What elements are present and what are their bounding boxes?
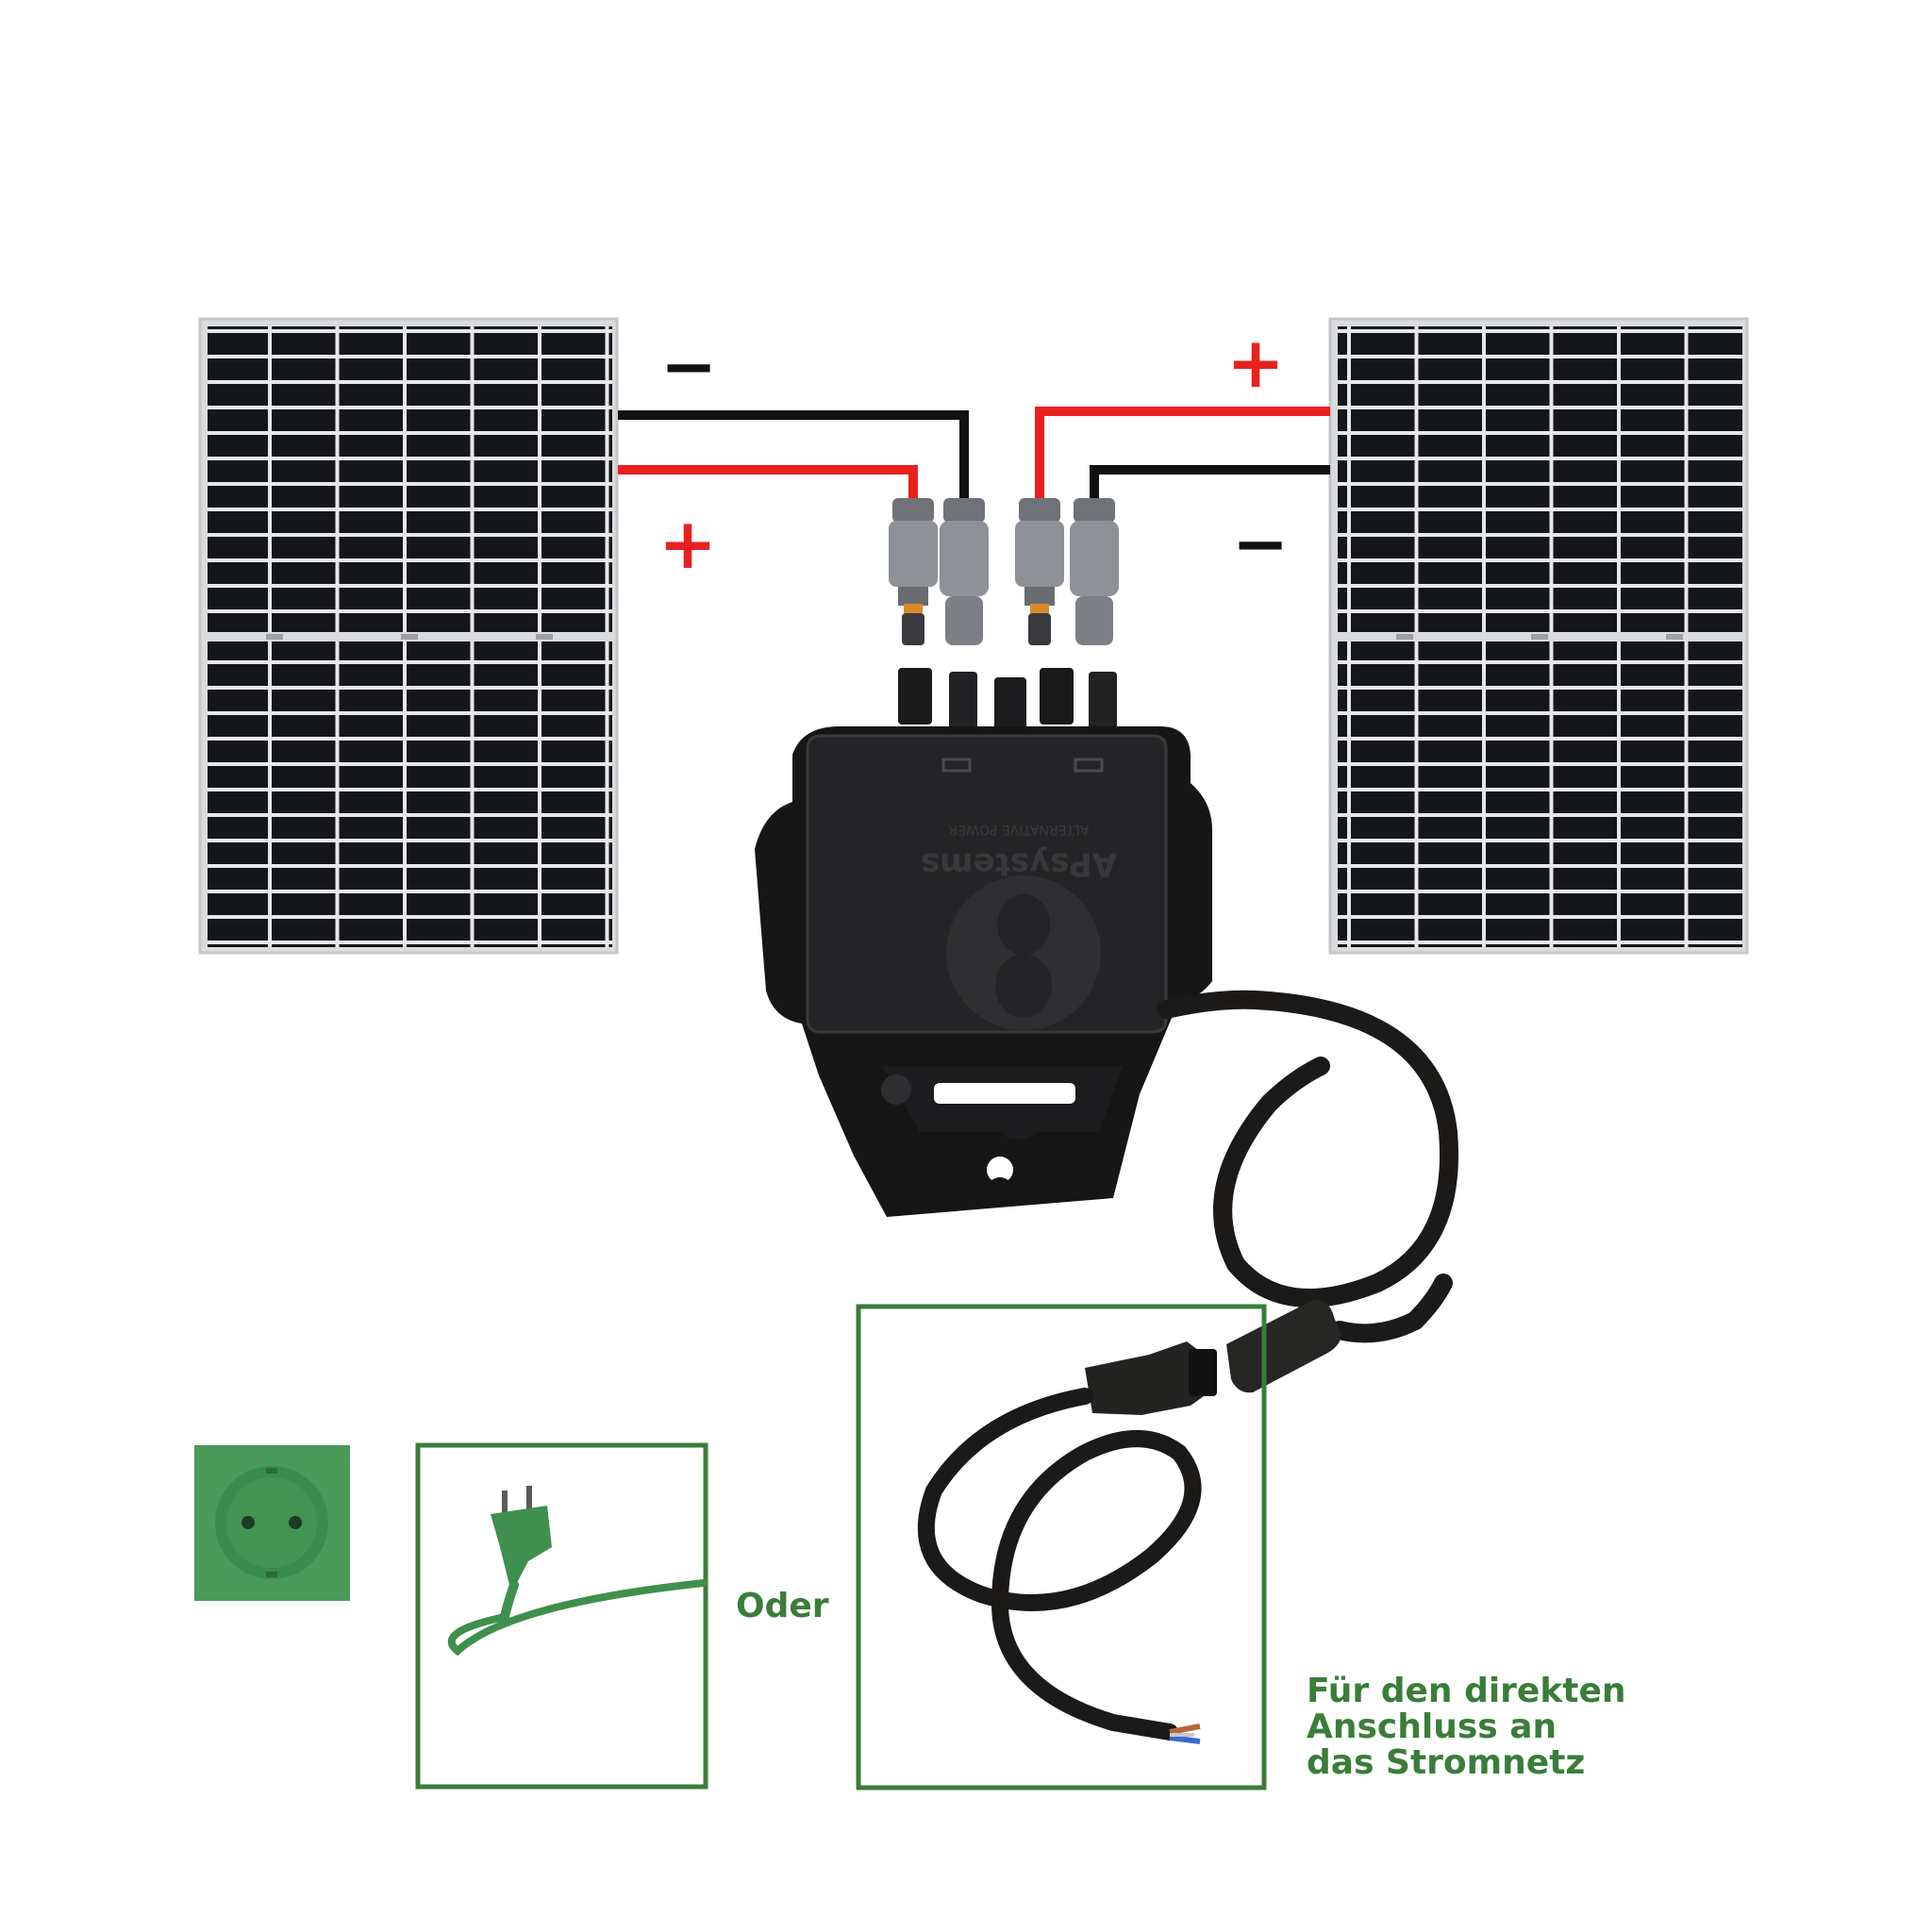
- inverter-brand-text: APsystems: [921, 845, 1117, 883]
- plug-frame: [415, 1442, 708, 1790]
- micro-inverter: APsystems ALTERNATIVE POWER: [755, 668, 1212, 1217]
- left-negative-wire: [618, 410, 969, 498]
- mc4-connector-4: [1070, 498, 1119, 645]
- loose-wire-ends: [1169, 1724, 1201, 1744]
- schuko-socket-icon: [194, 1445, 350, 1601]
- oder-label: Oder: [736, 1587, 829, 1625]
- mc4-connector-2: [940, 498, 989, 645]
- inverter-brand-subtext: ALTERNATIVE POWER: [948, 822, 1089, 837]
- direct-connection-line-2: Anschluss an: [1307, 1707, 1557, 1746]
- mc4-connector-1: [889, 498, 938, 645]
- mc4-connectors: [889, 498, 1119, 645]
- direct-connection-line-1: Für den direkten: [1307, 1672, 1626, 1710]
- direct-connection-line-3: das Stromnetz: [1307, 1743, 1586, 1782]
- ac-cable: [1157, 990, 1458, 1343]
- right-negative-sign: −: [1232, 504, 1290, 583]
- ac-cable-lower: [917, 1388, 1202, 1740]
- schuko-plug-icon: [447, 1486, 708, 1657]
- left-positive-wire: [618, 465, 918, 498]
- left-positive-sign: +: [658, 504, 718, 585]
- right-positive-wire: [1035, 407, 1330, 498]
- dc-wires: [618, 407, 1330, 498]
- solar-panel-left: [198, 317, 619, 955]
- solar-panel-right: [1328, 317, 1749, 955]
- direct-connection-frame: [856, 1304, 1267, 1790]
- mc4-connector-3: [1015, 498, 1064, 645]
- left-negative-sign: −: [660, 326, 718, 406]
- right-negative-wire: [1090, 465, 1330, 498]
- right-positive-sign: +: [1226, 323, 1286, 404]
- ac-connector-pair: [1085, 1300, 1341, 1415]
